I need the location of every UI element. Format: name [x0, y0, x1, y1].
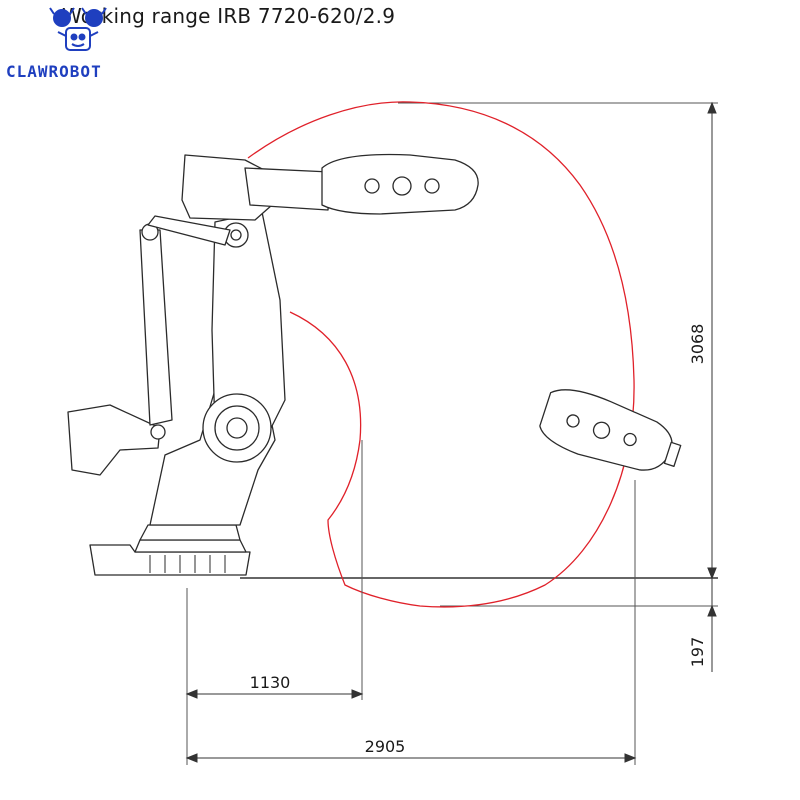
robot-balancer: [139, 229, 173, 426]
height-dimension: [707, 101, 717, 580]
depth-dimension: [707, 567, 717, 672]
robot-lower-arm: [211, 211, 286, 441]
robot-upper-arm: [244, 167, 331, 211]
max-reach-label: 2905: [365, 737, 406, 756]
robot-counterweight: [67, 404, 161, 476]
min-reach-dimension: [185, 689, 364, 699]
max-reach-dimension: [185, 753, 637, 763]
height-label: 3068: [688, 324, 707, 365]
depth-label: 197: [688, 637, 707, 668]
diagram-title: Working range IRB 7720-620/2.9: [62, 4, 396, 28]
robot-drawing: [67, 153, 682, 576]
min-reach-label: 1130: [250, 673, 291, 692]
clawrobot-logo-icon: [48, 6, 108, 66]
brand-name: CLAWROBOT: [6, 62, 102, 81]
working-range-envelope: [247, 101, 635, 608]
